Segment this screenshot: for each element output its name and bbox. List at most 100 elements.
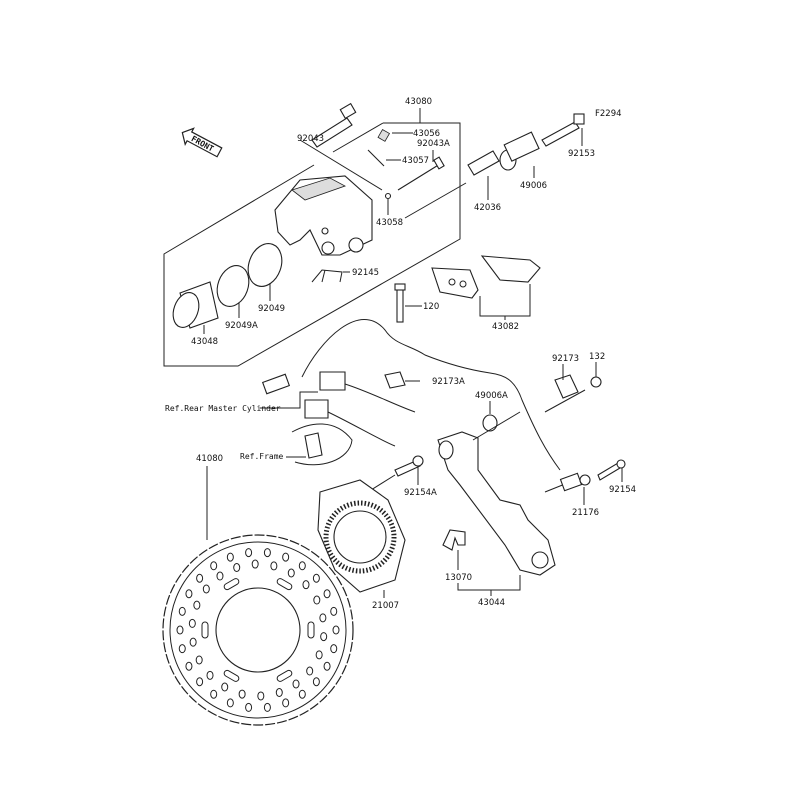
label-ref-rear-master-cylinder: Ref.Rear Master Cylinder [165, 404, 281, 413]
label-49006: 49006 [520, 181, 547, 191]
part-41080-brake-disc [162, 466, 354, 726]
part-21176-abs-sensor [559, 472, 591, 505]
part-43058-pin [384, 182, 467, 219]
part-42036-sleeve [467, 150, 500, 200]
part-92145-spring [311, 269, 350, 283]
part-43056-bleeder [377, 128, 413, 142]
disc-hole [196, 573, 204, 583]
disc-hole [178, 644, 186, 654]
disc-hole [287, 568, 295, 578]
part-92043-bolt [299, 102, 383, 191]
disc-hole [330, 644, 338, 654]
label-ref-frame: Ref.Frame [240, 452, 284, 461]
label-F2294: F2294 [595, 109, 622, 119]
disc-hole [330, 606, 338, 616]
disc-hole [188, 618, 196, 628]
disc-hole [315, 650, 323, 660]
disc-hole [292, 679, 300, 689]
disc-hole [282, 698, 290, 708]
label-21176: 21176 [572, 508, 599, 518]
disc-slot [223, 578, 240, 591]
disc-hole [332, 625, 340, 635]
label-92154A: 92154A [404, 488, 437, 498]
disc-hole [226, 698, 234, 708]
label-92049A: 92049A [225, 321, 258, 331]
front-arrow-icon: FRONT [181, 127, 223, 158]
disc-hole [178, 606, 186, 616]
label-92043: 92043 [297, 134, 324, 144]
disc-hole [320, 632, 328, 642]
disc-hole [263, 548, 271, 558]
label-43082: 43082 [492, 322, 519, 332]
disc-hole [195, 655, 203, 665]
disc-hole [313, 595, 321, 605]
label-92173A: 92173A [432, 377, 465, 387]
disc-slot [276, 578, 293, 591]
part-49006-boot [499, 131, 540, 178]
disc-hole [302, 580, 310, 590]
label-92173: 92173 [552, 354, 579, 364]
disc-hole [176, 625, 184, 635]
part-21007-sensor-rotor [317, 479, 406, 598]
disc-hole [245, 548, 253, 558]
disc-hole [238, 689, 246, 699]
disc-hole [196, 677, 204, 687]
label-43056: 43056 [413, 129, 440, 139]
label-43058: 43058 [376, 218, 403, 228]
disc-hole [275, 687, 283, 697]
part-43044-bracket [437, 411, 576, 576]
disc-hole [210, 689, 218, 699]
part-43048-piston [172, 281, 219, 334]
label-92154: 92154 [609, 485, 636, 495]
disc-hole [263, 702, 271, 712]
label-21007: 21007 [372, 601, 399, 611]
brake-hose [261, 318, 561, 471]
part-92049A-seal [216, 265, 250, 318]
label-43080: 43080 [405, 97, 432, 107]
disc-hole [206, 670, 214, 680]
part-92049-seal [247, 243, 283, 301]
part-92173-clamp [544, 364, 586, 413]
label-43044: 43044 [478, 598, 505, 608]
disc-hole [270, 561, 278, 571]
disc-hole [251, 559, 259, 569]
part-caliper-body [274, 175, 373, 256]
part-13070-clip [442, 529, 521, 596]
disc-hole [189, 637, 197, 647]
part-92043A-pin [397, 150, 445, 191]
disc-hole [312, 677, 320, 687]
caliper-assembly-outline [163, 108, 461, 367]
label-92049: 92049 [258, 304, 285, 314]
disc-hole [282, 552, 290, 562]
label-43057: 43057 [402, 156, 429, 166]
disc-hole [298, 689, 306, 699]
disc-hole [193, 600, 201, 610]
label-132: 132 [589, 352, 605, 362]
disc-hole [298, 561, 306, 571]
part-43082-pads [431, 255, 541, 320]
label-92153: 92153 [568, 149, 595, 159]
disc-slot [276, 669, 293, 682]
label-43048: 43048 [191, 337, 218, 347]
ref-frame-bracket [286, 423, 353, 466]
part-132-bolt [590, 362, 602, 388]
disc-hole [312, 573, 320, 583]
disc-hole [216, 571, 224, 581]
disc-hole [233, 563, 241, 573]
disc-hole [185, 589, 193, 599]
label-120: 120 [423, 302, 439, 312]
part-92154A-bolt [354, 455, 424, 501]
disc-slot [307, 621, 315, 639]
label-92145: 92145 [352, 268, 379, 278]
disc-slot [201, 621, 209, 639]
part-labels: 43080 92043 F2294 43056 92043A 43057 921… [165, 97, 636, 611]
part-92154-bolt [597, 459, 626, 482]
label-13070: 13070 [445, 573, 472, 583]
disc-hole [323, 589, 331, 599]
ref-master-leader [260, 391, 318, 409]
disc-hole [185, 661, 193, 671]
disc-hole [323, 661, 331, 671]
disc-hole [202, 584, 210, 594]
part-43057-link [367, 149, 401, 167]
